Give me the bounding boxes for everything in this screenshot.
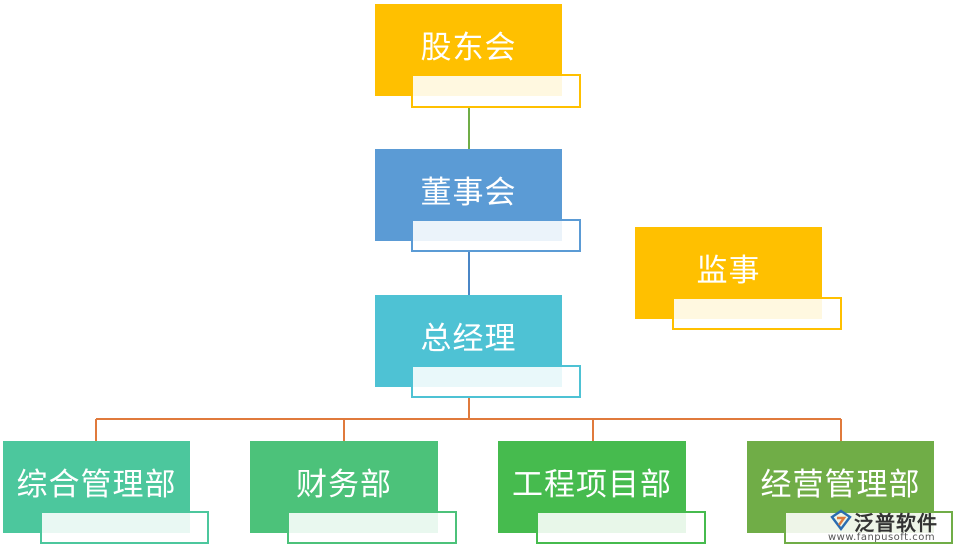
node-general-manager-label: 总经理 (420, 320, 517, 357)
node-general-manager-tag (411, 365, 581, 398)
node-dept-operations-tag (784, 511, 953, 544)
node-board-label: 董事会 (420, 174, 517, 211)
node-board-tag (411, 219, 581, 252)
watermark: 泛普软件 www.fanpusoft.com (826, 507, 954, 543)
node-dept-engineering-tag (536, 511, 706, 544)
node-shareholders-tag (411, 74, 581, 108)
node-dept-finance-tag (287, 511, 457, 544)
node-supervisor-tag (672, 297, 842, 330)
node-dept-general-admin-label: 综合管理部 (16, 466, 177, 503)
node-shareholders-label: 股东会 (420, 29, 517, 66)
watermark-url: www.fanpusoft.com (828, 532, 936, 543)
node-dept-finance-label: 财务部 (296, 466, 392, 503)
node-dept-general-admin-tag (40, 511, 209, 544)
watermark-brand: 泛普软件 (854, 511, 938, 535)
fanpu-logo-icon (830, 509, 852, 531)
node-dept-engineering-label: 工程项目部 (512, 466, 672, 503)
node-supervisor-label: 监事 (696, 252, 761, 289)
node-dept-operations-label: 经营管理部 (760, 466, 921, 503)
